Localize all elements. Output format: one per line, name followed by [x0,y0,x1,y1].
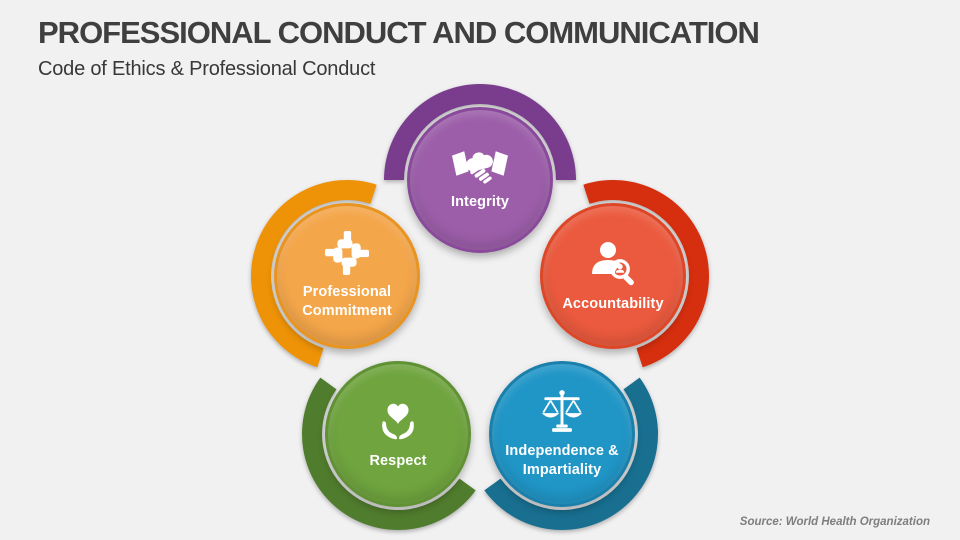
outer-arc-ring [251,180,377,368]
ethics-item-integrity: Integrity [380,80,580,280]
circle-label: Professional Commitment [302,284,392,319]
outer-arc-ring [484,377,658,530]
source-attribution: Source: World Health Organization [739,516,930,528]
ethics-circle: Accountability [540,203,686,349]
person-magnifier-icon [592,241,634,285]
outer-arc-ring [384,84,576,180]
ethics-circle: Respect [325,361,471,507]
ethics-circle: Professional Commitment [274,203,420,349]
ethics-item-independence-impartiality: Independence & Impartiality [462,334,662,534]
circle-label: Integrity [450,193,510,210]
outer-arc-ring [302,377,476,530]
unity-hands-icon [325,231,369,276]
ethics-item-professional-commitment: Professional Commitment [247,176,447,376]
hands-holding-heart-icon [382,403,414,439]
ethics-item-respect: Respect [298,334,498,534]
circle-label: Independence & Impartiality [505,443,619,478]
scales-of-justice-icon [541,390,583,433]
slide-title: PROFESSIONAL CONDUCT AND COMMUNICATION [38,15,760,50]
slide-subtitle: Code of Ethics & Professional Conduct [38,58,376,80]
handshake-icon [452,150,508,184]
circle-label: Respect [369,452,427,469]
circle-label: Accountability [562,295,664,312]
ethics-circle: Independence & Impartiality [489,361,635,507]
ethics-item-accountability: Accountability [513,176,713,376]
ethics-circle: Integrity [407,107,553,253]
outer-arc-ring [583,180,709,368]
